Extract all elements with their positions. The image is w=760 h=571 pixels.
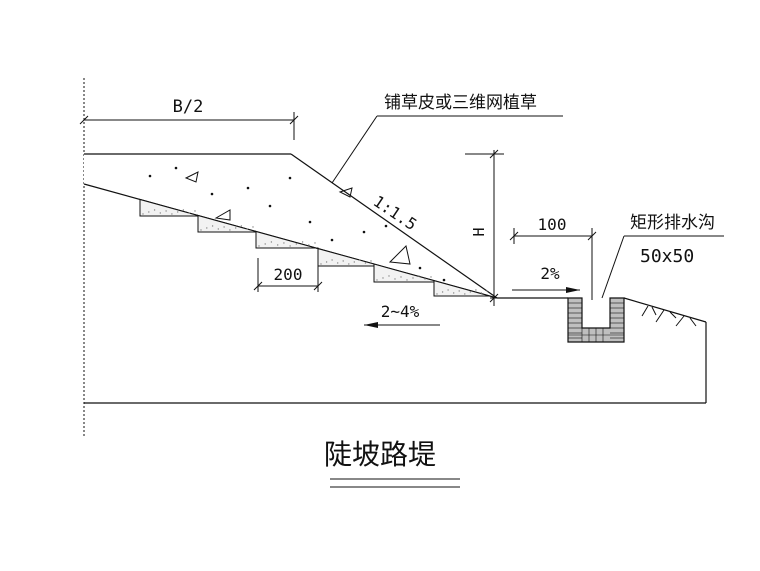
step-hatch-dot [376,279,378,281]
height-label: H [470,227,488,236]
step-hatch-dot [364,262,367,264]
step-hatch-dot [436,293,438,295]
step-hatch-dot [177,211,179,213]
step-hatch-dot [252,226,254,228]
step-hatch-dot [235,227,237,229]
benched-step [433,279,491,297]
title-underline [330,478,460,488]
step-cut [433,279,491,297]
step-slope-label: 2~4% [381,302,420,321]
fill-aggregate-marks [148,166,446,282]
step-slope-arrow [364,322,440,328]
step-hatch-dot [200,229,202,231]
ditch-leader [601,235,724,299]
step-hatch-dot [142,213,144,215]
step-hatch-dot [211,225,214,227]
surface-note-label: 铺草皮或三维网植草 [384,93,537,113]
step-hatch-dot [453,292,455,294]
step-hatch-dot [314,242,316,244]
step-cut [255,230,319,250]
step-hatch-dot [353,261,355,263]
shoulder-slope-label: 2% [540,264,560,283]
benched-steps [139,198,491,297]
step-hatch-dot [406,279,408,281]
shoulder-slope-arrow [512,287,580,293]
step-hatch-dot [348,263,350,265]
step-hatch-dot [194,210,196,212]
step-hatch-dot [325,261,328,263]
step-hatch-dot [400,276,402,278]
step-hatch-dot [458,290,460,292]
step-hatch-dot [424,278,426,280]
offset-dimension [509,228,597,300]
right-ground [84,297,707,404]
step-hatch-dot [486,290,488,292]
step-hatch-dot [370,260,372,262]
step-width-label: 200 [274,265,303,284]
step-hatch-dot [217,228,219,230]
step-hatch-dot [270,241,273,243]
step-hatch-dot [283,242,285,244]
step-hatch-dot [246,228,248,230]
ground-hatch [641,305,697,327]
fill-slope [290,153,498,299]
offset-label: 100 [538,215,567,234]
step-hatch-dot [388,275,390,277]
step-hatch-dot [418,275,420,277]
step-hatch-dot [441,291,444,293]
height-dimension [465,149,504,306]
step-hatch-dot [308,244,310,246]
step-hatch-dot [165,210,167,212]
step-hatch-dot [295,243,297,245]
step-hatch-dot [480,292,483,294]
step-hatch-dot [475,289,477,291]
step-hatch-dot [182,209,185,211]
step-hatch-dot [394,278,396,280]
step-hatch-dot [223,226,225,228]
step-hatch-dot [258,245,260,247]
step-hatch-dot [159,212,161,214]
step-hatch-dot [359,259,361,261]
step-hatch-dot [337,262,339,264]
step-hatch-dot [188,212,190,214]
step-hatch-dot [264,243,266,245]
step-hatch-dot [430,276,432,278]
step-hatch-dot [148,211,150,213]
step-hatch-dot [342,260,344,262]
step-hatch-dot [331,259,333,261]
half-width-label: B/2 [173,97,204,117]
step-hatch-dot [206,227,208,229]
step-hatch-dot [447,289,449,291]
step-hatch-dot [171,213,173,215]
step-hatch-dot [320,263,322,265]
step-hatch-dot [153,209,156,211]
ditch-name-label: 矩形排水沟 [630,213,715,233]
half-width-dimension [79,112,299,140]
step-hatch-dot [289,245,291,247]
step-width-dimension [253,258,323,292]
step-hatch-dot [301,241,304,243]
step-hatch-dot [229,229,231,231]
step-hatch-dot [412,277,414,279]
ditch-size-label: 50x50 [640,246,694,267]
step-hatch-dot [382,277,384,279]
benched-step [255,230,319,250]
rectangular-ditch [567,297,625,343]
step-hatch-dot [240,225,243,227]
step-hatch-dot [277,244,279,246]
step-hatch-dot [469,291,471,293]
drawing-title: 陡坡路堤 [324,438,436,471]
surface-note-leader [331,115,563,184]
step-hatch-dot [464,293,466,295]
